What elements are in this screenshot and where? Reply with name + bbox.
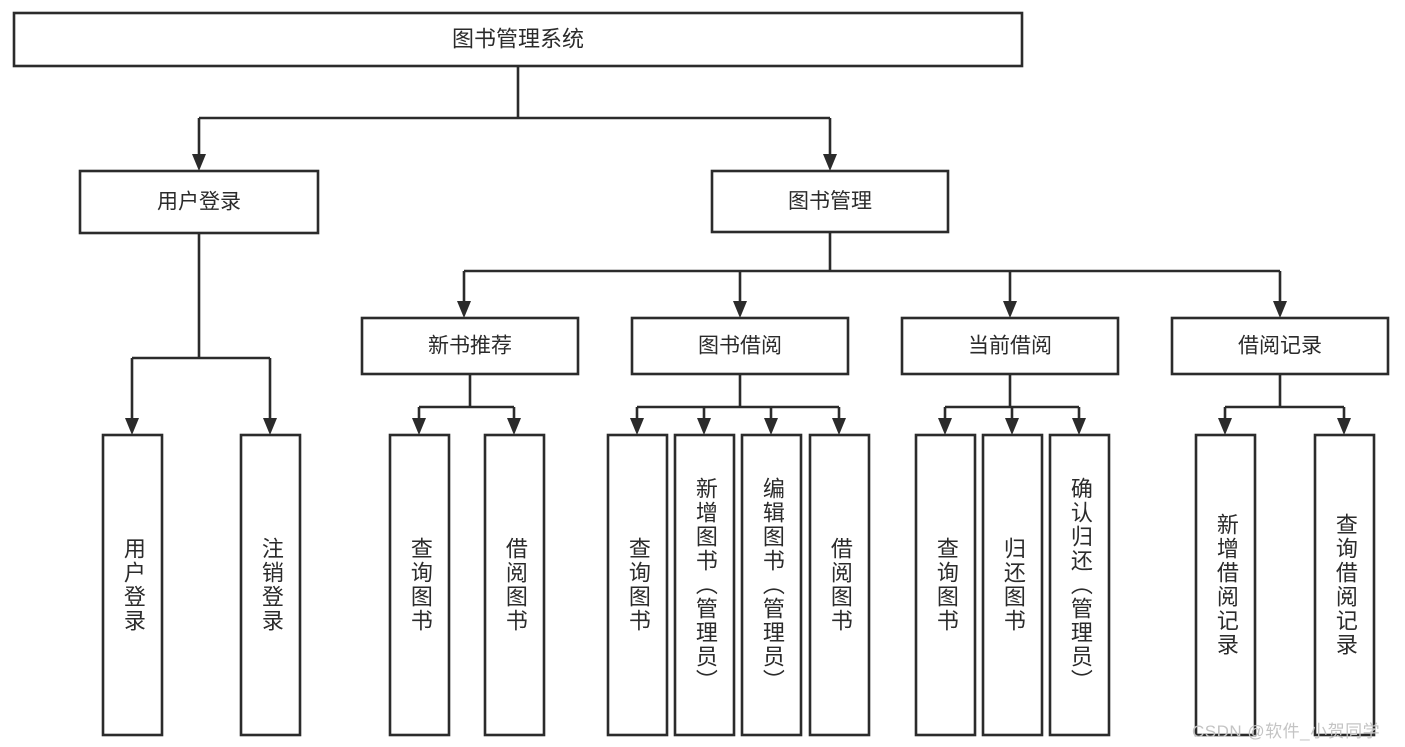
arrowhead-current-bus-2 [1072,418,1086,435]
arrowhead-newbook-bus-0 [412,418,426,435]
node-label-l3-新书推荐: 新书推荐 [428,335,512,358]
node-box-l3-借阅记录[interactable] [1170,316,1390,376]
arrowhead-books-bus-3 [1273,301,1287,318]
node-box-leaf-4[interactable] [606,433,669,737]
node-label-l2-图书管理: 图书管理 [788,190,872,213]
node-label-l3-当前借阅: 当前借阅 [968,335,1052,358]
arrowhead-borrow-bus-2 [764,418,778,435]
node-box-l2-图书管理[interactable] [710,169,950,234]
connectors-layer [125,66,1351,435]
arrowhead-login-bus-0 [125,418,139,435]
node-box-leaf-3[interactable] [483,433,546,737]
node-box-leaf-10[interactable] [1048,433,1111,737]
arrowhead-borrow-bus-1 [697,418,711,435]
node-box-root[interactable] [12,11,1024,68]
node-box-leaf-9[interactable] [981,433,1044,737]
arrowhead-root-bus-0 [192,154,206,171]
node-box-leaf-8[interactable] [914,433,977,737]
node-box-l3-当前借阅[interactable] [900,316,1120,376]
arrowhead-books-bus-0 [457,301,471,318]
arrowhead-borrow-bus-3 [832,418,846,435]
node-box-leaf-1[interactable] [239,433,302,737]
arrowhead-newbook-bus-1 [507,418,521,435]
csdn-watermark: CSDN @软件_小贺同学 [1192,722,1381,741]
node-box-leaf-6[interactable] [740,433,803,737]
node-box-leaf-7[interactable] [808,433,871,737]
node-box-leaf-2[interactable] [388,433,451,737]
arrowhead-current-bus-0 [938,418,952,435]
arrowhead-books-bus-1 [733,301,747,318]
node-box-leaf-12[interactable] [1313,433,1376,737]
boxes-layer [12,11,1390,737]
node-box-leaf-5[interactable] [673,433,736,737]
arrowhead-record-bus-1 [1337,418,1351,435]
node-label-l2-用户登录: 用户登录 [157,191,241,214]
node-label-l3-借阅记录: 借阅记录 [1238,335,1322,358]
node-box-leaf-0[interactable] [101,433,164,737]
node-box-l3-图书借阅[interactable] [630,316,850,376]
arrowhead-books-bus-2 [1003,301,1017,318]
node-box-l3-新书推荐[interactable] [360,316,580,376]
arrowhead-current-bus-1 [1005,418,1019,435]
arrowhead-login-bus-1 [263,418,277,435]
node-box-leaf-11[interactable] [1194,433,1257,737]
node-label-root: 图书管理系统 [452,26,584,51]
node-box-l2-用户登录[interactable] [78,169,320,235]
arrowhead-borrow-bus-0 [630,418,644,435]
node-label-l3-图书借阅: 图书借阅 [698,335,782,358]
arrowhead-record-bus-0 [1218,418,1232,435]
arrowhead-root-bus-1 [823,154,837,171]
